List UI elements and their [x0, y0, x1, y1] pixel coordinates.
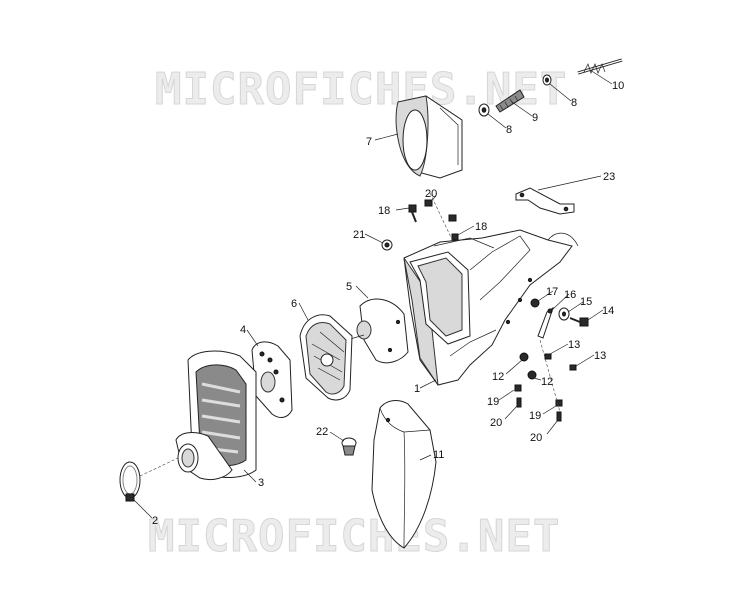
part-23-bracket	[515, 187, 575, 215]
leader-lines	[133, 69, 613, 519]
part-11-chute	[371, 400, 437, 549]
part-22-plug	[341, 437, 357, 456]
callout-20-top: 20	[425, 188, 437, 200]
callout-19-right: 19	[529, 410, 541, 422]
callout-11: 11	[433, 449, 444, 461]
callout-18-right: 18	[475, 221, 487, 233]
part-4-gasket-plate	[251, 341, 293, 418]
callout-22: 22	[316, 426, 328, 438]
part-10-threaded-rod	[577, 58, 623, 75]
part-14-bolt	[569, 317, 589, 327]
callout-5: 5	[346, 281, 352, 293]
part-5-impeller-plate	[339, 298, 409, 364]
callout-21: 21	[353, 229, 365, 241]
watermark-top: MICROFICHES.NET	[155, 64, 567, 115]
callout-18-left: 18	[378, 205, 390, 217]
part-20-clip-right	[556, 411, 562, 422]
callout-13-lower: 13	[594, 350, 606, 362]
callout-17: 17	[546, 286, 558, 298]
part-1-blower-housing	[403, 229, 579, 386]
callout-3: 3	[258, 477, 264, 489]
part-16-link	[537, 306, 554, 339]
callout-7: 7	[366, 136, 372, 148]
part-7-cover-cone	[395, 95, 463, 179]
callout-labels: 10 8 9 8 7 23 20 18 18 21 5 6 4 17 16 15…	[152, 80, 624, 527]
part-21-grommet	[381, 239, 393, 251]
callout-16: 16	[564, 289, 576, 301]
callout-10: 10	[612, 80, 624, 92]
part-6-fan-wheel	[299, 314, 353, 401]
part-12-nut-lower	[527, 370, 537, 380]
callout-2: 2	[152, 515, 158, 527]
callout-12-left: 12	[492, 371, 504, 383]
part-13-screw-lower	[569, 364, 577, 371]
callout-23: 23	[603, 171, 615, 183]
callout-12-right: 12	[541, 376, 553, 388]
callout-9: 9	[532, 112, 538, 124]
part-17-nut	[530, 298, 540, 308]
part-13-screw-upper	[544, 353, 552, 360]
callout-8-left: 8	[506, 124, 512, 136]
part-18-screw-left	[408, 204, 417, 223]
part-20-nut-mid	[448, 214, 457, 222]
part-3-intake-cover	[175, 350, 257, 481]
watermark-bottom: MICROFICHES.NET	[148, 511, 560, 562]
callout-6: 6	[291, 298, 297, 310]
part-20-nut-top	[424, 199, 433, 207]
part-15-washer	[558, 307, 570, 321]
part-12-nut-upper	[519, 352, 529, 362]
callout-8-right: 8	[571, 97, 577, 109]
callout-20-left: 20	[490, 417, 502, 429]
callout-19-left: 19	[487, 396, 499, 408]
callout-20-right: 20	[530, 432, 542, 444]
part-20-clip-left	[516, 397, 522, 408]
part-2-hose-clamp	[119, 457, 179, 502]
part-9-spring	[495, 89, 525, 113]
part-19-screw-left	[514, 384, 522, 392]
callout-13-upper: 13	[568, 339, 580, 351]
part-19-screw-right	[555, 399, 563, 407]
callout-14: 14	[602, 305, 614, 317]
callout-4: 4	[240, 324, 246, 336]
callout-1: 1	[414, 383, 420, 395]
part-18-screw-right	[451, 233, 459, 241]
callout-15: 15	[580, 296, 592, 308]
